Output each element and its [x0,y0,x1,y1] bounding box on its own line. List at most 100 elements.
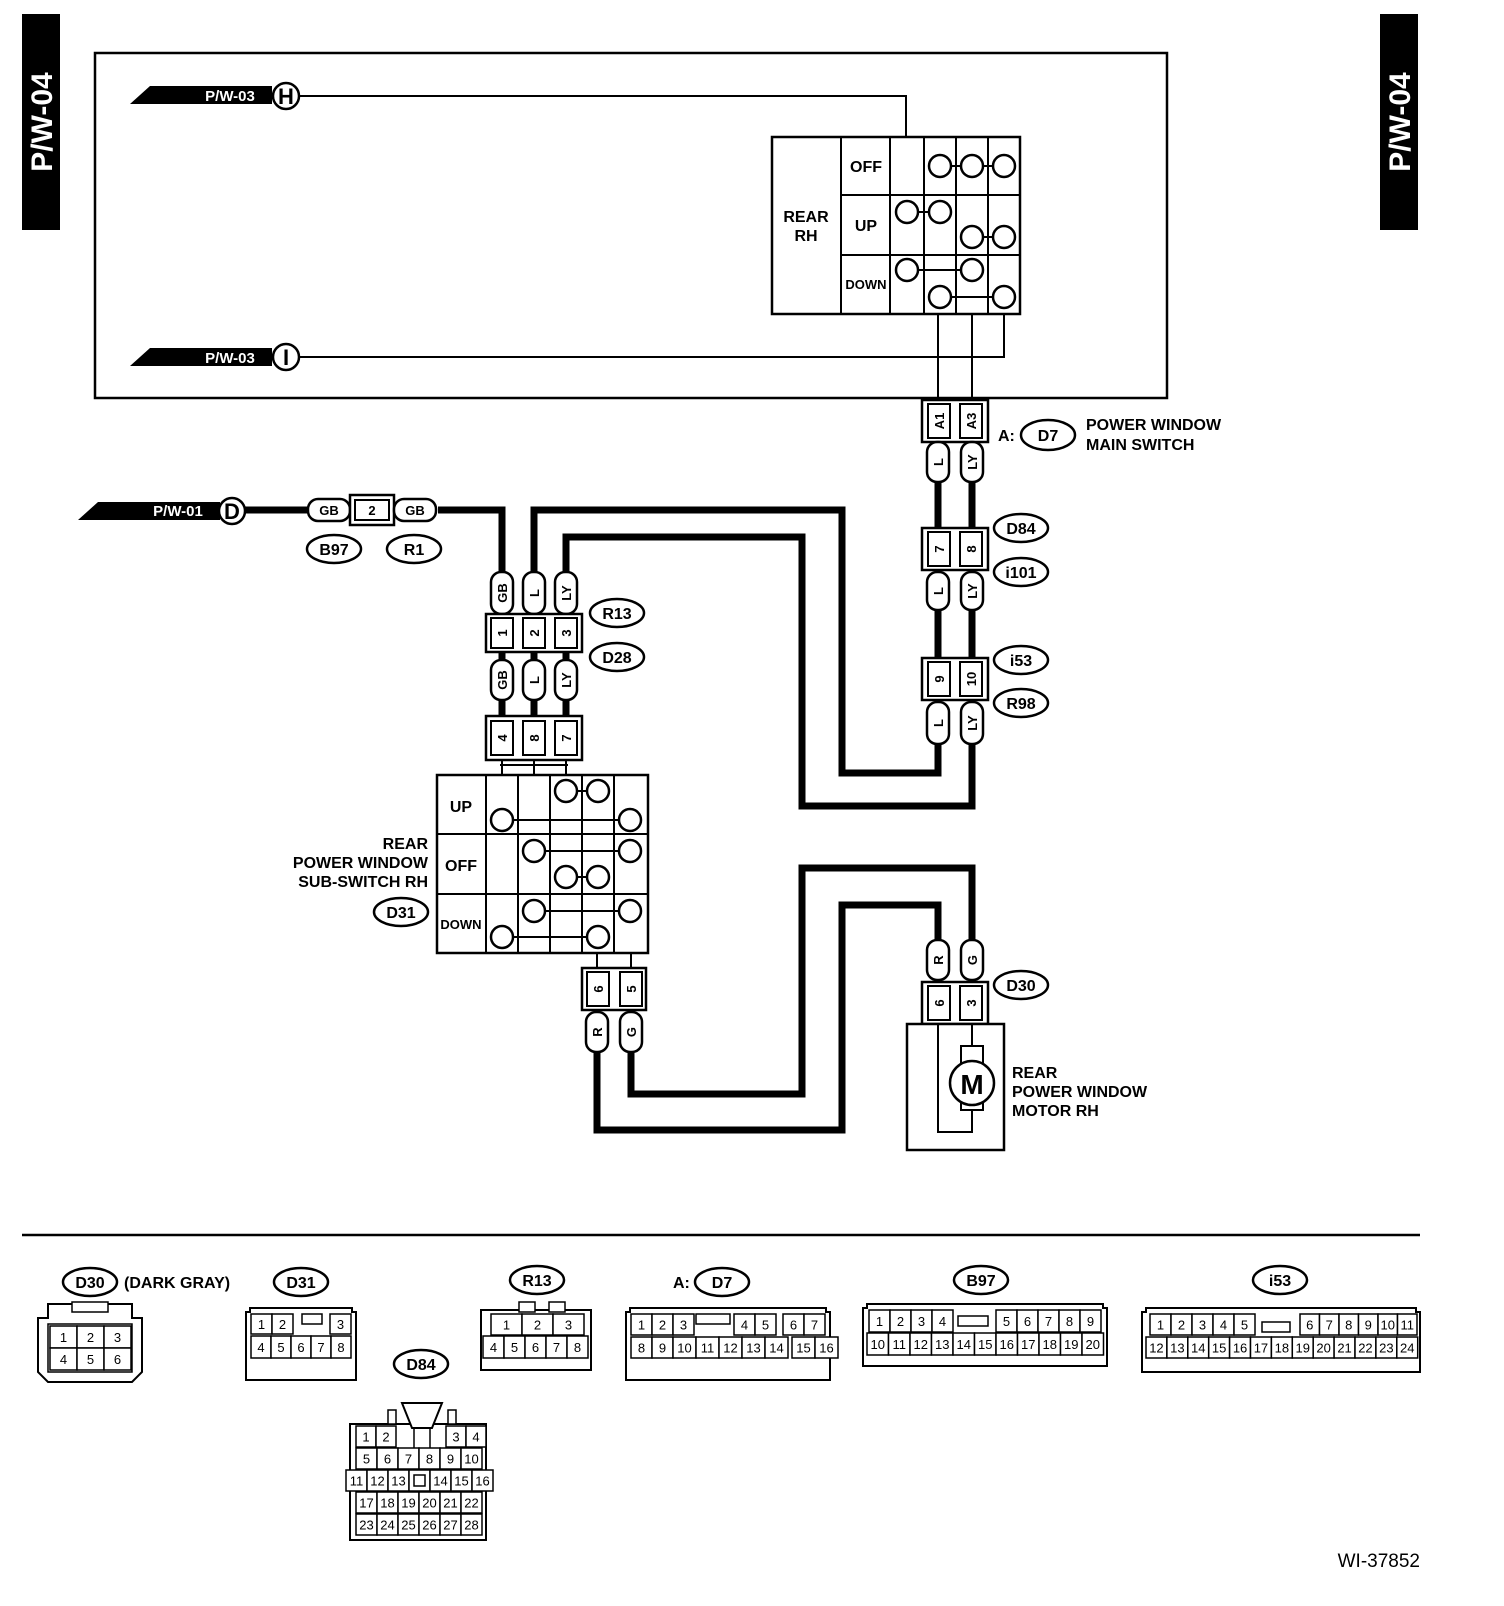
connector-r13-label: R13 [602,606,631,623]
d31-pin-1: 1 [258,1317,265,1332]
i53-pin-9: 9 [932,675,947,682]
sub-switch-wire-r: R [590,1027,605,1037]
d84-pin-7: 7 [932,545,947,552]
d7-pin-7: 7 [811,1318,818,1333]
svg-text:POWER WINDOW: POWER WINDOW [293,855,429,872]
sub-switch-bottom-connector: 6 5 R G [580,966,648,1054]
r13-wire-1-top: GB [495,583,510,603]
svg-text:POWER WINDOW: POWER WINDOW [1012,1084,1148,1101]
r13-pin-5: 5 [511,1340,518,1355]
reference-pw01-d: P/W-01 D [78,496,247,526]
joint-i53-r98: 9 10 L LY i53 R98 [920,644,1050,746]
r13-pin-6: 6 [532,1340,539,1355]
i53-pin-10: 10 [964,672,979,686]
d7-pin-3: 3 [680,1318,687,1333]
d28-wire-2-bottom: L [527,676,542,684]
i53-pin-8: 8 [1345,1318,1352,1333]
r13-pin-2: 2 [527,629,542,636]
b97-pin-15: 15 [978,1337,992,1352]
sub-switch-wire-g: G [624,1027,639,1037]
b97-pin-5: 5 [1003,1314,1010,1329]
d84-pin-8: 8 [964,545,979,552]
r13-pin-3: 3 [559,629,574,636]
b97-pin-17: 17 [1021,1337,1035,1352]
page-tab-left-label: P/W-04 [26,72,59,172]
sub-switch-pin-7: 7 [559,734,574,741]
b97-pin-11: 11 [893,1337,907,1352]
d84-pin-23: 23 [359,1518,373,1533]
r98-wire-ly: LY [965,715,980,731]
i53-pin-9: 9 [1365,1318,1372,1333]
d7-pin-5: 5 [762,1318,769,1333]
svg-text:D84: D84 [406,1357,435,1374]
i53-pin-7: 7 [1326,1318,1333,1333]
motor-connector: R G 6 3 D30 [920,938,1050,1026]
d84-pin-14: 14 [433,1474,447,1489]
motor-symbol [948,1059,996,1107]
main-switch-pos-up: UP [855,218,878,235]
d31-pin-4: 4 [257,1340,264,1355]
d84-pin-2: 2 [382,1430,389,1445]
b97-pin-6: 6 [1024,1314,1031,1329]
b97-pin-19: 19 [1064,1337,1078,1352]
i101-wire-ly: LY [965,583,980,599]
reference-h-page: P/W-03 [205,88,255,105]
i53-pin-21: 21 [1337,1341,1351,1356]
d7-pin-13: 13 [746,1341,760,1356]
b97-pin-7: 7 [1045,1314,1052,1329]
b97-pin-13: 13 [935,1337,949,1352]
connector-d28-label: D28 [602,650,631,667]
b97-pin-20: 20 [1086,1337,1100,1352]
joint-b97-r1: GB 2 GB B97 R1 [245,493,443,565]
connector-r1-label: R1 [404,542,425,559]
i53-pin-1: 1 [1157,1318,1164,1333]
motor-pin-6: 6 [932,999,947,1006]
connector-d31-label: D31 [386,905,415,922]
sub-switch-contacts [489,778,643,950]
d84-pin-26: 26 [422,1518,436,1533]
b97-wire-label: GB [319,503,339,518]
r13-wire-2-top: L [527,589,542,597]
svg-text:i53: i53 [1269,1273,1291,1290]
connector-i53-label: i53 [1010,653,1032,670]
main-switch-pos-off: OFF [850,159,882,176]
i53-pin-6: 6 [1306,1318,1313,1333]
d84-pin-16: 16 [475,1474,489,1489]
svg-text:D30: D30 [75,1275,104,1292]
r13-pin-8: 8 [574,1340,581,1355]
motor-symbol-letter: M [960,1069,983,1100]
i53-pin-12: 12 [1149,1341,1163,1356]
d31-pin-2: 2 [279,1317,286,1332]
d30-pin-4: 4 [60,1352,67,1367]
r13-pin-1: 1 [503,1318,510,1333]
r98-wire-l: L [931,719,946,727]
d84-pin-4: 4 [472,1430,479,1445]
d28-wire-3-bottom: LY [559,672,574,688]
i53-pin-2: 2 [1178,1318,1185,1333]
i101-wire-l: L [931,587,946,595]
r1-wire-label: GB [405,503,425,518]
d84-pin-8: 8 [426,1452,433,1467]
i53-pin-3: 3 [1199,1318,1206,1333]
main-switch-section-label-1: REAR [783,209,829,226]
reference-i-page: P/W-03 [205,350,255,367]
svg-text:A:: A: [673,1275,690,1292]
reference-pw03-h: P/W-03 H [130,81,301,111]
terminal-a1: A1 [932,413,947,430]
d7-pin-14: 14 [769,1341,783,1356]
d84-pin-24: 24 [380,1518,394,1533]
motor-body: M REAR POWER WINDOW MOTOR RH [905,1022,1148,1152]
d84-pin-17: 17 [359,1496,373,1511]
a1-wire: L [931,458,946,466]
d30-color-note: (DARK GRAY) [124,1275,230,1292]
harness-wires [438,482,976,1134]
d7-pin-4: 4 [741,1318,748,1333]
main-switch-table: REAR RH OFF UP DOWN [770,135,1022,316]
sub-switch-top-connector: 4 8 7 [484,714,584,762]
r13-pin-4: 4 [490,1340,497,1355]
d84-pin-15: 15 [454,1474,468,1489]
